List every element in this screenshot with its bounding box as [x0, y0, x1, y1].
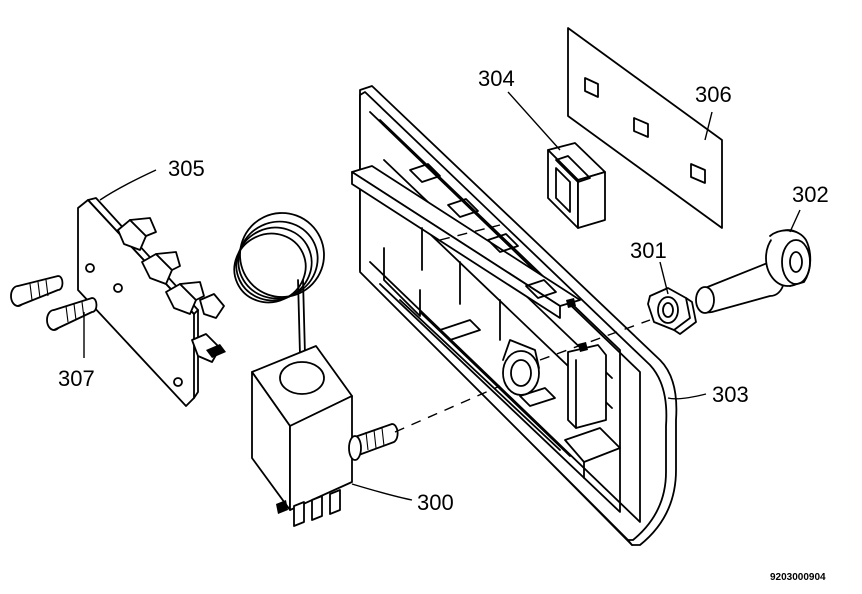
part-304-bushing	[547, 142, 606, 229]
label-306: 306	[695, 82, 732, 107]
label-300: 300	[417, 490, 454, 515]
part-305-board	[77, 197, 226, 407]
part-labels: 304 306 302 301 303 305 307 300	[58, 66, 829, 515]
part-307-screws	[10, 275, 98, 331]
label-301: 301	[630, 238, 667, 263]
label-307: 307	[58, 366, 95, 391]
label-302: 302	[792, 182, 829, 207]
label-304: 304	[478, 66, 515, 91]
part-301-hex-nut	[647, 287, 697, 335]
part-300-thermostat	[233, 212, 399, 527]
part-303-housing	[351, 85, 678, 546]
label-305: 305	[168, 156, 205, 181]
part-302-knob-shaft	[695, 229, 812, 314]
document-code: 9203000904	[770, 572, 826, 583]
label-303: 303	[712, 382, 749, 407]
leader-lines	[83, 91, 801, 501]
part-306-plate	[567, 27, 723, 229]
assembly-axes	[394, 224, 651, 433]
